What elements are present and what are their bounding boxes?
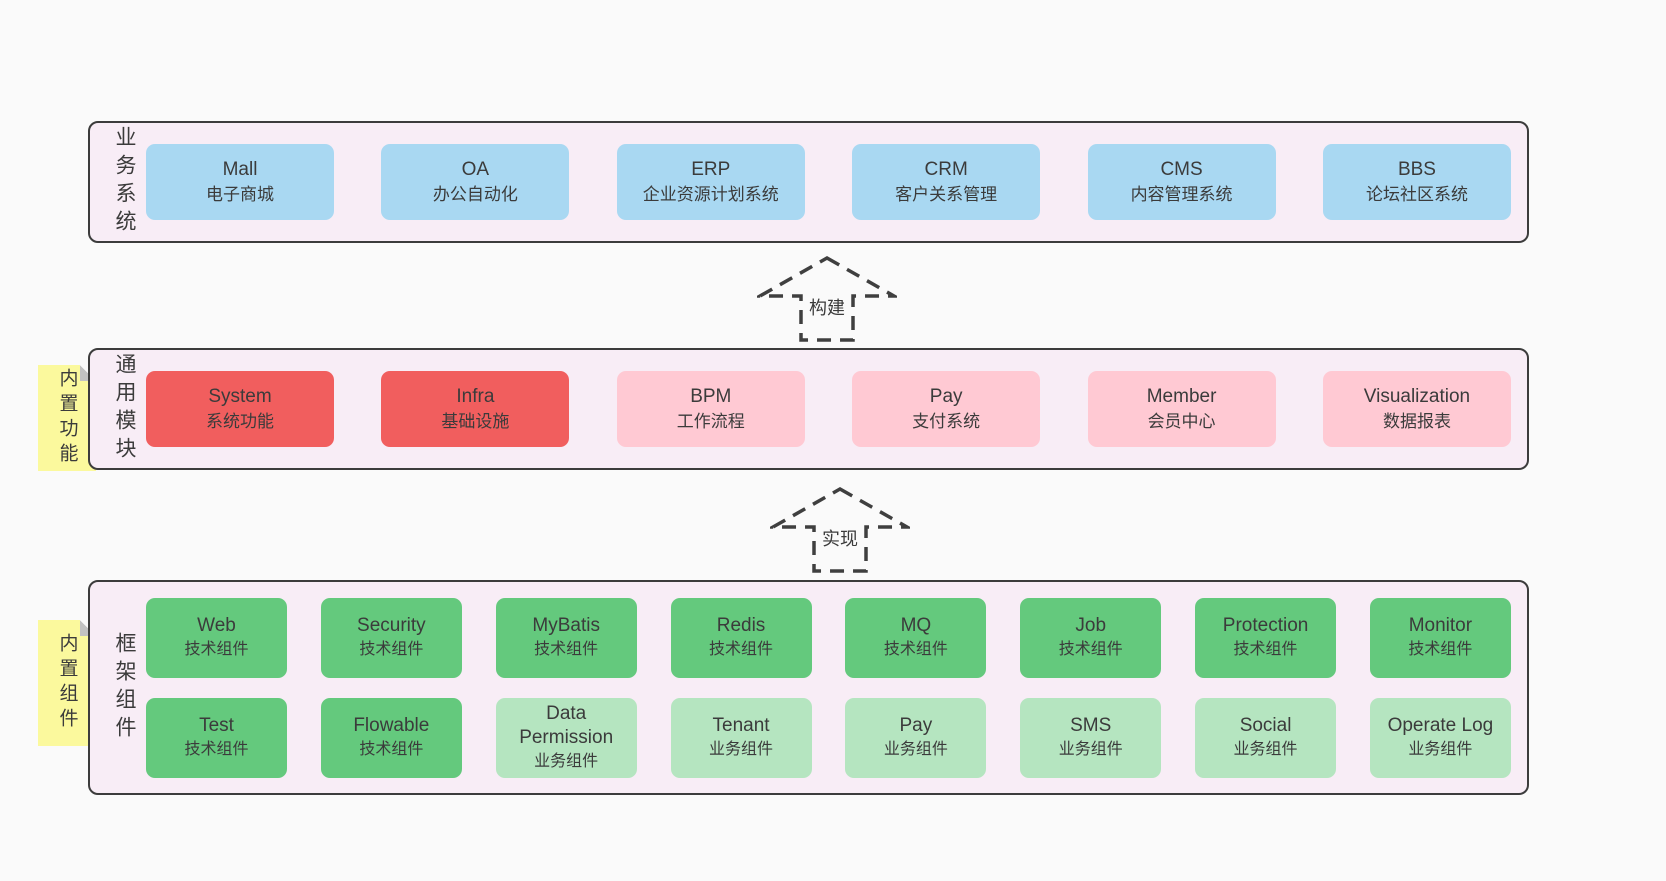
dashed-up-arrow-icon <box>770 486 910 573</box>
arrow-label: 实现 <box>816 522 864 554</box>
implement-arrow: 实现 <box>770 486 910 574</box>
dashed-up-arrow-icon <box>757 255 897 342</box>
build-arrow: 构建 <box>757 255 897 343</box>
sticky-tab-built-in-features: 内置功能 <box>38 365 96 471</box>
arrow-label: 构建 <box>803 291 851 323</box>
layer-label: 框架组件 <box>113 631 136 744</box>
layer-label: 通用模块 <box>113 353 136 465</box>
tab-label: 内置组件 <box>56 633 78 733</box>
tab-label: 内置功能 <box>56 368 78 468</box>
layer-label: 业务系统 <box>113 126 136 238</box>
